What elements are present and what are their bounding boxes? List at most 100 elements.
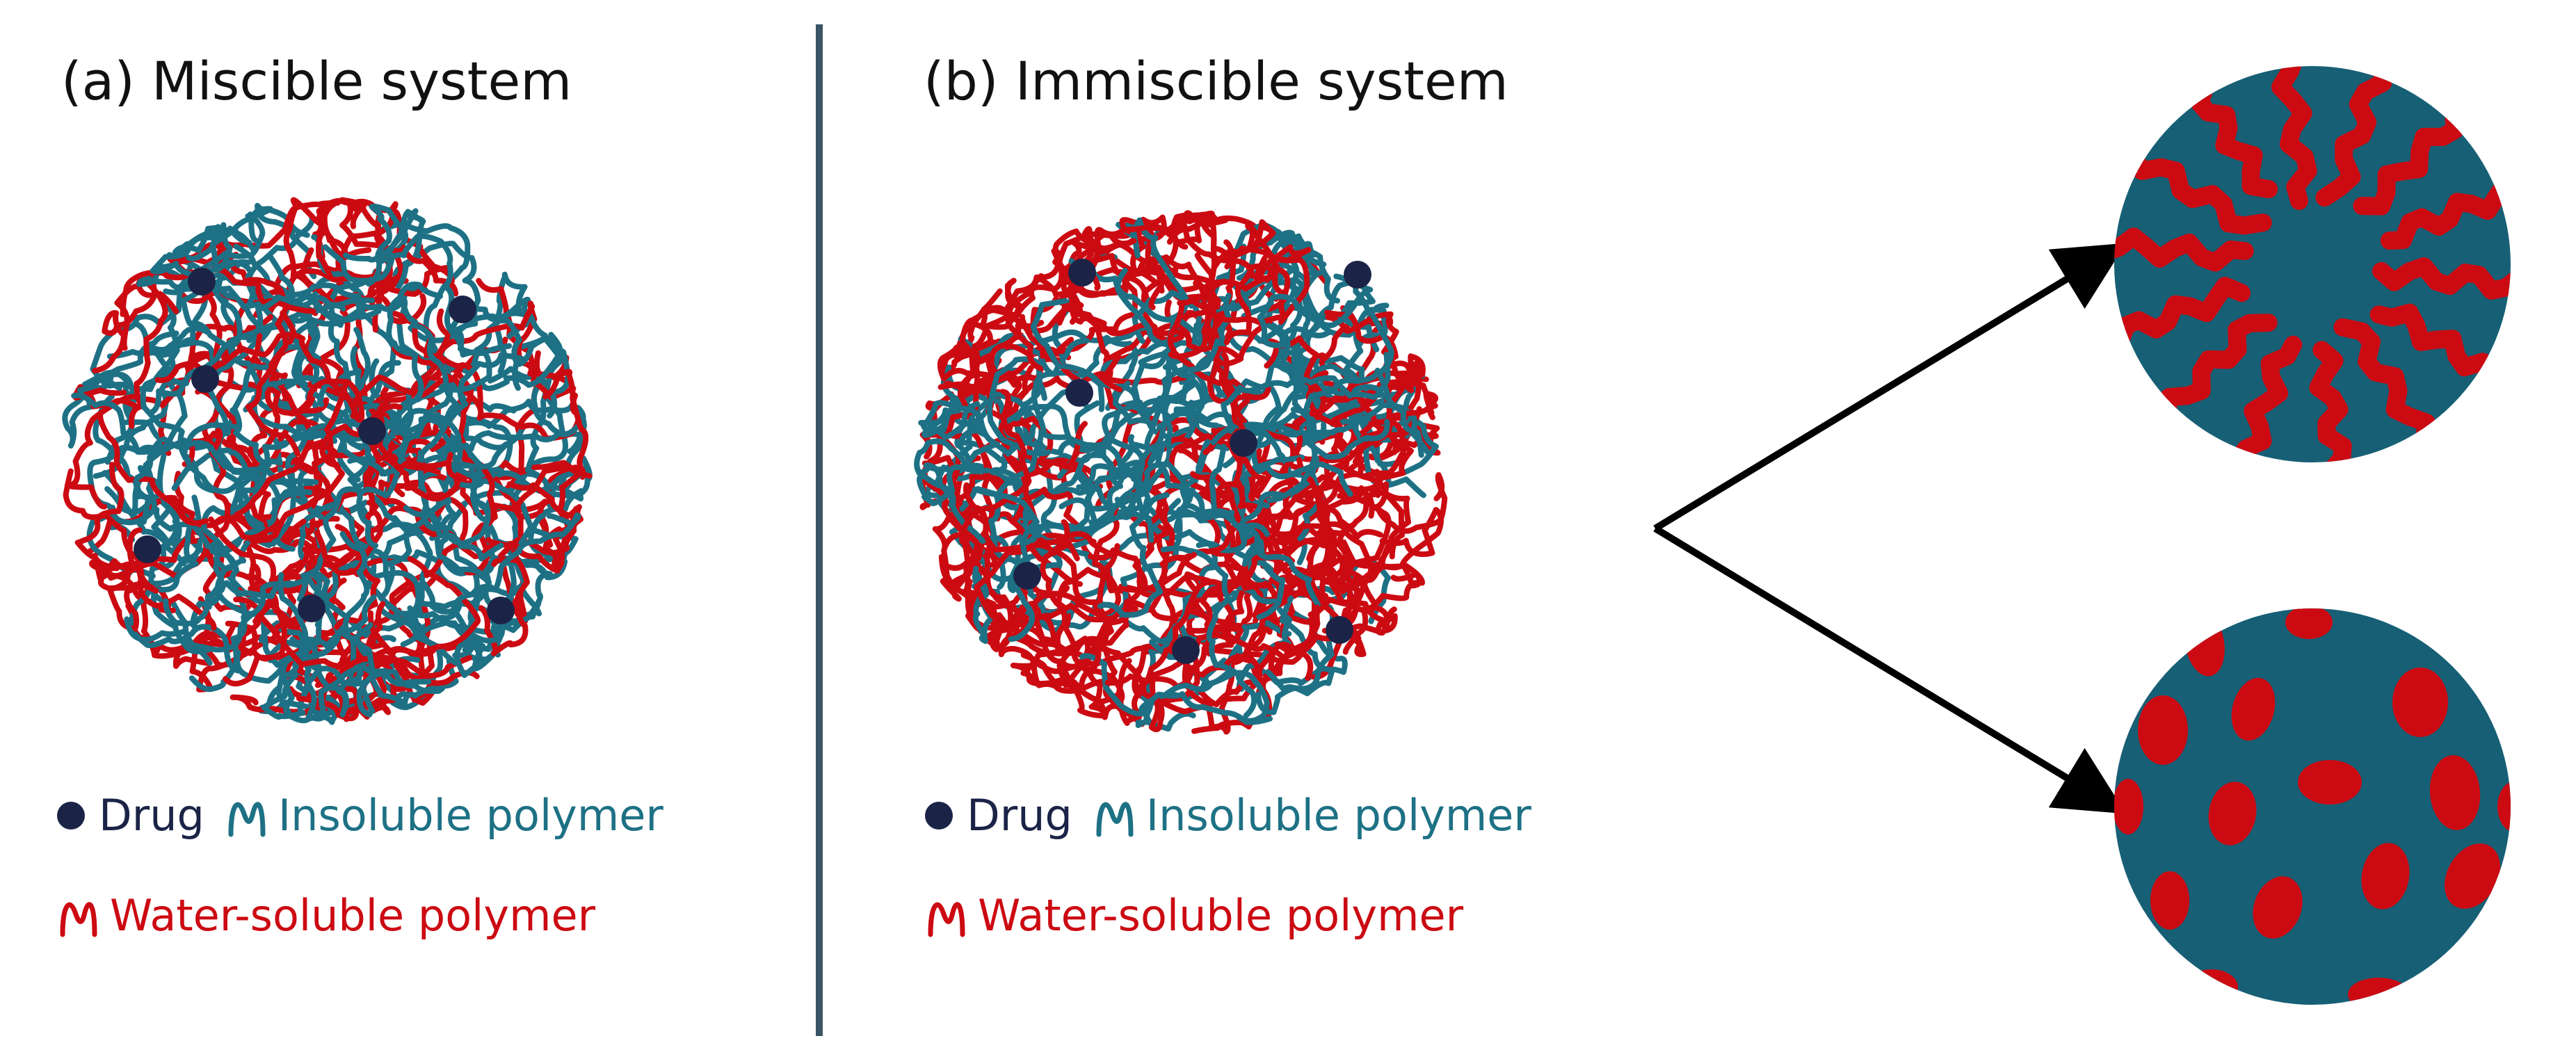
polymer-chain — [322, 209, 425, 284]
polymer-chain — [1100, 217, 1190, 373]
dispersed-domain — [2348, 978, 2409, 1005]
drug-particle — [298, 595, 325, 622]
polymer-chain — [967, 399, 1143, 500]
polymer-chain — [979, 264, 1084, 330]
polymer-chain — [104, 419, 168, 515]
polymer-chain — [316, 560, 459, 666]
polymer-chain — [918, 407, 974, 473]
panel-b-legend-row-1: Drug Insoluble polymer — [925, 790, 1552, 841]
polymer-chain — [542, 369, 589, 489]
radial-polymer-chain — [2380, 175, 2511, 250]
panel-a-title: (a) Miscible system — [61, 50, 572, 112]
polymer-chain — [956, 325, 1156, 482]
polymer-chain — [339, 531, 376, 718]
polymer-chain — [133, 436, 228, 525]
polymer-chain — [342, 203, 407, 287]
insoluble-polymer-icon — [1096, 801, 1134, 836]
panel-a-legend-row-1: Drug Insoluble polymer — [57, 790, 684, 841]
polymer-chain — [266, 282, 419, 325]
dispersed-domain — [2138, 695, 2188, 765]
dispersed-domain — [2470, 951, 2503, 1003]
polymer-chain — [451, 512, 581, 612]
polymer-chain — [380, 220, 471, 395]
drug-particle — [188, 268, 216, 296]
polymer-chain — [403, 432, 491, 547]
polymer-chain — [1274, 522, 1360, 656]
radial-polymer-chain — [2369, 303, 2504, 377]
drug-particle — [358, 417, 386, 445]
polymer-chain — [182, 332, 281, 467]
legend-insoluble-label: Insoluble polymer — [1145, 790, 1531, 841]
polymer-chain — [1209, 444, 1319, 606]
polymer-chain — [302, 644, 432, 722]
radial-polymer-chain — [2353, 101, 2464, 216]
polymer-chain — [397, 323, 460, 464]
polymer-chain — [289, 619, 373, 718]
polymer-chain — [97, 558, 217, 631]
miscible-drug-particles — [134, 268, 515, 624]
polymer-chain — [1348, 421, 1440, 471]
polymer-chain — [924, 400, 1031, 457]
polymer-chain — [350, 281, 443, 430]
polymer-chain — [407, 605, 517, 679]
legend-water-soluble-label: Water-soluble polymer — [110, 890, 596, 941]
polymer-chain — [241, 277, 300, 457]
polymer-chain — [916, 462, 1009, 549]
polymer-chain — [1355, 390, 1438, 477]
polymer-chain — [188, 551, 248, 693]
polymer-chain — [1236, 480, 1374, 588]
polymer-chain — [385, 439, 513, 590]
polymer-chain — [1075, 547, 1143, 668]
water-soluble-polymer-icon — [60, 901, 97, 937]
polymer-chain — [965, 579, 1076, 656]
polymer-chain — [1223, 478, 1383, 632]
polymer-chain — [261, 589, 341, 668]
polymer-chain — [1191, 263, 1288, 346]
polymer-chain — [339, 640, 480, 706]
polymer-chain — [1305, 370, 1405, 560]
polymer-chain — [986, 356, 1052, 457]
polymer-chain — [65, 398, 138, 510]
polymer-chain — [153, 506, 226, 630]
polymer-chain — [1196, 461, 1353, 553]
polymer-chain — [1076, 407, 1234, 490]
arrow-to-top-morphology — [1653, 243, 2127, 532]
polymer-chain — [417, 403, 504, 562]
polymer-chain — [1265, 595, 1335, 697]
dispersed-domain — [2231, 677, 2276, 741]
legend-drug-label: Drug — [99, 790, 204, 841]
polymer-chain — [1262, 321, 1390, 460]
polymer-chain — [419, 310, 558, 391]
drug-icon — [925, 801, 953, 830]
immiscible-drug-particles — [1013, 259, 1371, 664]
radial-polymer-chain — [2114, 227, 2254, 272]
polymer-chain — [296, 657, 397, 715]
legend-insoluble-label: Insoluble polymer — [277, 790, 663, 841]
drug-particle — [1065, 379, 1093, 407]
polymer-chain — [478, 500, 570, 581]
drug-particle — [1344, 261, 1371, 289]
polymer-chain — [1104, 574, 1269, 690]
dispersed-domain — [2298, 760, 2362, 805]
polymer-chain — [1160, 545, 1257, 718]
drug-particle — [487, 597, 515, 624]
dispersed-domain — [2253, 876, 2303, 939]
polymer-chain — [215, 460, 296, 622]
radial-polymer-chain — [2315, 66, 2392, 207]
polymer-chain — [1307, 596, 1398, 633]
dispersed-domain — [2392, 668, 2448, 737]
polymer-chain — [1008, 487, 1083, 587]
polymer-chain — [107, 527, 145, 632]
polymer-chain — [921, 391, 1022, 444]
drug-particle — [1172, 636, 1200, 664]
dispersed-domain — [2472, 638, 2507, 690]
polymer-chain — [147, 293, 344, 416]
polymer-chain — [74, 462, 124, 572]
drug-particle — [1068, 259, 1096, 286]
polymer-chain — [503, 332, 571, 419]
radial-polymer-chain — [2157, 314, 2278, 423]
dispersed-domain — [2285, 608, 2333, 639]
insoluble-polymer-icon — [228, 801, 266, 836]
drug-particle — [1326, 616, 1353, 644]
dispersed-domain — [2114, 779, 2143, 834]
